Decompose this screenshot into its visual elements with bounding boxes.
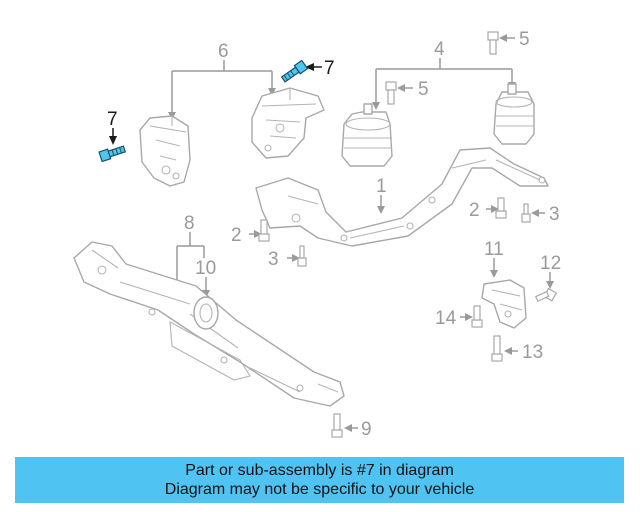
callout-5a: 5 xyxy=(519,29,530,50)
callout-13: 13 xyxy=(522,342,543,363)
callout-4: 4 xyxy=(434,39,445,60)
callout-12: 12 xyxy=(540,253,561,274)
callout-3b: 3 xyxy=(549,204,560,225)
leader-lines xyxy=(109,34,554,432)
callout-7-upper: 7 xyxy=(324,58,335,79)
callout-5b: 5 xyxy=(418,79,429,100)
callout-8: 8 xyxy=(184,213,195,234)
engine-mount-right xyxy=(493,83,535,145)
callout-11: 11 xyxy=(484,239,504,260)
bolt-13 xyxy=(491,335,503,362)
bolt-5b xyxy=(385,81,397,105)
bolt-5a xyxy=(487,31,499,55)
leader-4 xyxy=(375,58,513,104)
bolt-14 xyxy=(471,305,483,328)
engine-mount-left xyxy=(341,103,393,167)
support-bracket xyxy=(481,279,527,329)
callout-labels: 1 2 3 4 5 5 6 7 7 8 10 2 3 11 12 14 13 9 xyxy=(107,29,561,440)
callout-6: 6 xyxy=(218,41,229,62)
bolt-12 xyxy=(534,287,558,303)
info-banner: Part or sub-assembly is #7 in diagram Di… xyxy=(15,457,624,503)
callout-10: 10 xyxy=(195,258,216,279)
bolts xyxy=(98,31,558,438)
bolt-2b xyxy=(495,197,507,219)
subframe-crossmember xyxy=(255,147,549,247)
callout-2a: 2 xyxy=(231,225,242,246)
callout-9: 9 xyxy=(361,419,372,440)
banner-line-1: Part or sub-assembly is #7 in diagram xyxy=(185,462,454,479)
bolt-2a xyxy=(258,219,270,242)
transmission-mount xyxy=(193,296,219,330)
callout-3a: 3 xyxy=(268,249,279,270)
callout-7-lower: 7 xyxy=(107,109,118,130)
callout-14: 14 xyxy=(435,308,457,329)
bolt-3b xyxy=(521,203,531,223)
bolt-7-upper-highlighted[interactable] xyxy=(280,59,309,83)
leader-6 xyxy=(171,60,273,114)
callout-2b: 2 xyxy=(469,200,480,221)
callout-1: 1 xyxy=(376,176,387,197)
banner-line-2: Diagram may not be specific to your vehi… xyxy=(164,481,475,498)
mount-bracket-right xyxy=(251,87,325,159)
bolt-7-lower-highlighted[interactable] xyxy=(98,144,127,163)
mount-bracket-left xyxy=(139,115,191,187)
leader-8 xyxy=(176,232,205,285)
bolt-9 xyxy=(331,413,343,438)
bolt-3a xyxy=(297,245,307,267)
